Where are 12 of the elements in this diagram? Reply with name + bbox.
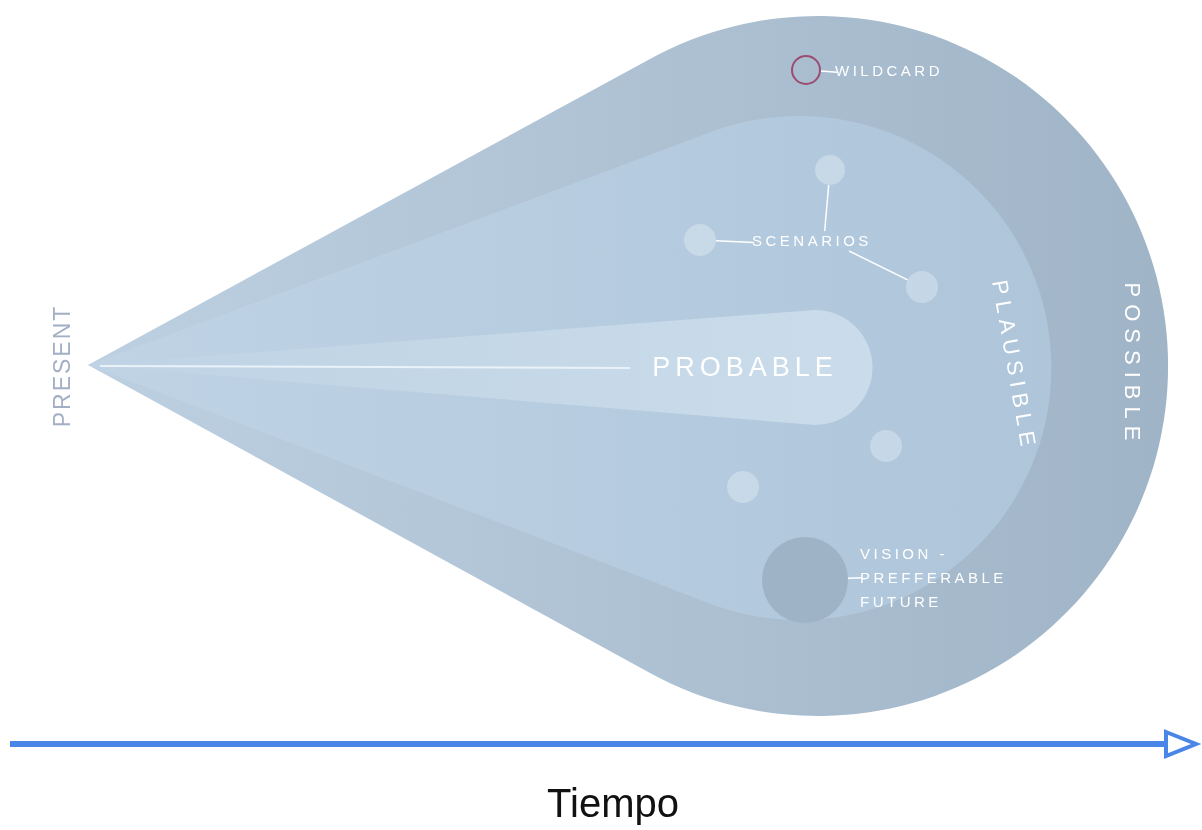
callout-label: VISION - PREFFERABLE FUTURE: [860, 544, 1008, 612]
leader-line: [715, 239, 755, 244]
zone-label: PROBABLE: [652, 351, 838, 383]
leader-line: [847, 576, 863, 579]
callout-label: WILDCARD: [835, 61, 944, 81]
axis-label: Tiempo: [547, 780, 679, 826]
leader-line: [848, 250, 909, 281]
callout-label: SCENARIOS: [752, 231, 873, 251]
leader-line: [820, 70, 838, 73]
present-label: PRESENT: [48, 304, 76, 428]
leader-line: [823, 184, 830, 232]
zone-label: POSSIBLE: [1119, 282, 1145, 448]
